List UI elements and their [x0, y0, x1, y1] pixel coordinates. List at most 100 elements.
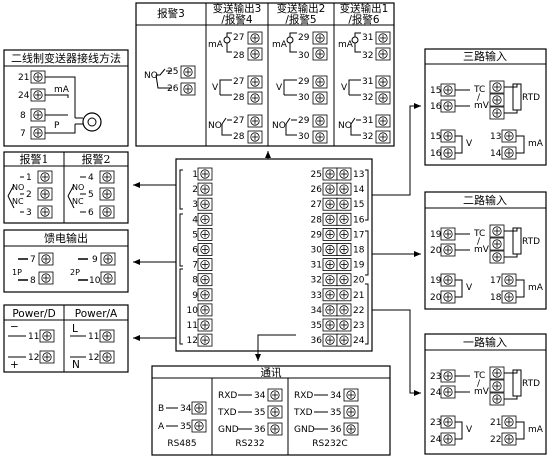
power-d-heading: Power/D — [12, 308, 55, 320]
screw-terminal — [343, 422, 359, 436]
rs485-a: A — [158, 422, 165, 432]
screw-terminal — [322, 258, 338, 272]
screw-terminal — [336, 258, 352, 272]
in1-ma-label: mA — [528, 425, 544, 435]
col2-terminal-27-c: 27 — [233, 116, 244, 126]
alarm3-terminal-25: 25 — [167, 67, 178, 77]
screw-terminal — [489, 106, 505, 120]
col4-terminal-32-a: 32 — [362, 51, 373, 61]
transmit3-heading-l2: /报警4 — [221, 13, 253, 26]
in3-rtd-label: RTD — [522, 93, 540, 103]
screw-terminal — [197, 333, 213, 347]
in1-tc-terminal-b: 24 — [430, 388, 442, 398]
in3-tc-label: TC — [473, 85, 485, 95]
col3-no-label: NO — [272, 121, 286, 131]
screw-terminal — [489, 250, 505, 264]
screw-terminal — [440, 432, 456, 446]
two-wire-terminal-7: 7 — [20, 129, 26, 139]
transmitter-icon — [82, 112, 102, 132]
screw-terminal — [489, 392, 505, 406]
screw-terminal — [375, 130, 391, 144]
screw-terminal — [197, 227, 213, 241]
terminal-label-14: 14 — [353, 185, 365, 195]
screw-terminal — [336, 318, 352, 332]
in2-slash-label: / — [477, 237, 481, 247]
alarm1-terminal-1: 1 — [26, 173, 32, 183]
feed-terminal-10: 10 — [89, 276, 101, 286]
screw-terminal — [501, 290, 517, 304]
in3-mv-label: mV — [474, 101, 490, 111]
screw-terminal — [501, 415, 517, 429]
in2-v-terminal-a: 19 — [430, 276, 442, 286]
screw-terminal — [336, 197, 352, 211]
two-wire-p-label: P — [54, 121, 60, 131]
screw-terminal — [312, 75, 328, 89]
screw-terminal — [39, 329, 55, 343]
screw-terminal — [440, 415, 456, 429]
power-d-terminal-12: 12 — [28, 353, 39, 363]
screw-terminal — [489, 237, 505, 251]
input3-title: 三路输入 — [463, 49, 507, 63]
screw-terminal — [501, 129, 517, 143]
transmit1-heading-l2: /报警6 — [348, 13, 380, 26]
screw-terminal — [322, 333, 338, 347]
screw-terminal — [30, 70, 46, 84]
in2-tc-label: TC — [473, 229, 485, 239]
screw-terminal — [197, 212, 213, 226]
col2-terminal-28-c: 28 — [233, 132, 245, 142]
arrow-to-comm — [255, 334, 296, 361]
screw-terminal — [336, 227, 352, 241]
screw-terminal — [191, 419, 207, 433]
rs485-terminal-35: 35 — [180, 422, 191, 432]
screw-terminal — [489, 224, 505, 238]
input2-title: 二路输入 — [463, 193, 507, 207]
terminal-label-22: 22 — [353, 306, 364, 316]
transmit2-heading-l1: 变送输出2 — [277, 2, 326, 15]
terminal-label-30: 30 — [311, 246, 323, 256]
rs232-label: RS232 — [235, 439, 264, 449]
screw-terminal — [247, 114, 263, 128]
terminal-label-16: 16 — [353, 215, 365, 225]
in3-tc-terminal-a: 15 — [430, 86, 441, 96]
screw-terminal — [322, 288, 338, 302]
in1-mv-label: mV — [474, 387, 490, 397]
in1-tc-label: TC — [473, 371, 485, 381]
screw-terminal — [501, 273, 517, 287]
terminal-label-23: 23 — [353, 321, 364, 331]
screw-terminal — [336, 288, 352, 302]
rs232c-txd: TXD — [293, 408, 313, 418]
screw-terminal — [322, 303, 338, 317]
in2-rtd-label: RTD — [522, 237, 540, 247]
screw-terminal — [38, 252, 54, 266]
screw-terminal — [375, 114, 391, 128]
screw-terminal — [39, 350, 55, 364]
terminal-label-21: 21 — [353, 291, 364, 301]
col2-terminal-28-b: 28 — [233, 93, 245, 103]
terminal-label-36: 36 — [311, 336, 323, 346]
terminal-label-10: 10 — [187, 306, 199, 316]
rs232-gnd: GND — [218, 425, 239, 435]
col2-terminal-27-a: 27 — [233, 33, 244, 43]
feed-terminal-9: 9 — [92, 255, 98, 265]
alarm1-nc-label: NC — [12, 197, 24, 206]
terminal-label-4: 4 — [192, 215, 198, 225]
in1-ma-terminal-a: 21 — [490, 418, 501, 428]
screw-terminal — [99, 350, 115, 364]
col3-terminal-30-c: 30 — [298, 132, 310, 142]
transmit2-heading-l2: /报警5 — [285, 13, 316, 26]
arrow-to-input3 — [372, 103, 421, 196]
col4-terminal-31-c: 31 — [362, 116, 373, 126]
col3-v-label: V — [276, 83, 283, 93]
power-d-plus: + — [10, 359, 19, 371]
terminal-label-6: 6 — [192, 246, 198, 256]
alarm2-terminal-5: 5 — [88, 190, 94, 200]
two-wire-ma-label: mA — [54, 85, 70, 95]
col4-no-label: NO — [338, 121, 352, 131]
power-a-l: L — [72, 323, 78, 335]
screw-terminal — [322, 182, 338, 196]
screw-terminal — [267, 422, 283, 436]
rs485-terminal-34: 34 — [180, 404, 192, 414]
feed-output-panel: 馈电输出 1P 7 8 2P 9 10 — [3, 229, 129, 293]
